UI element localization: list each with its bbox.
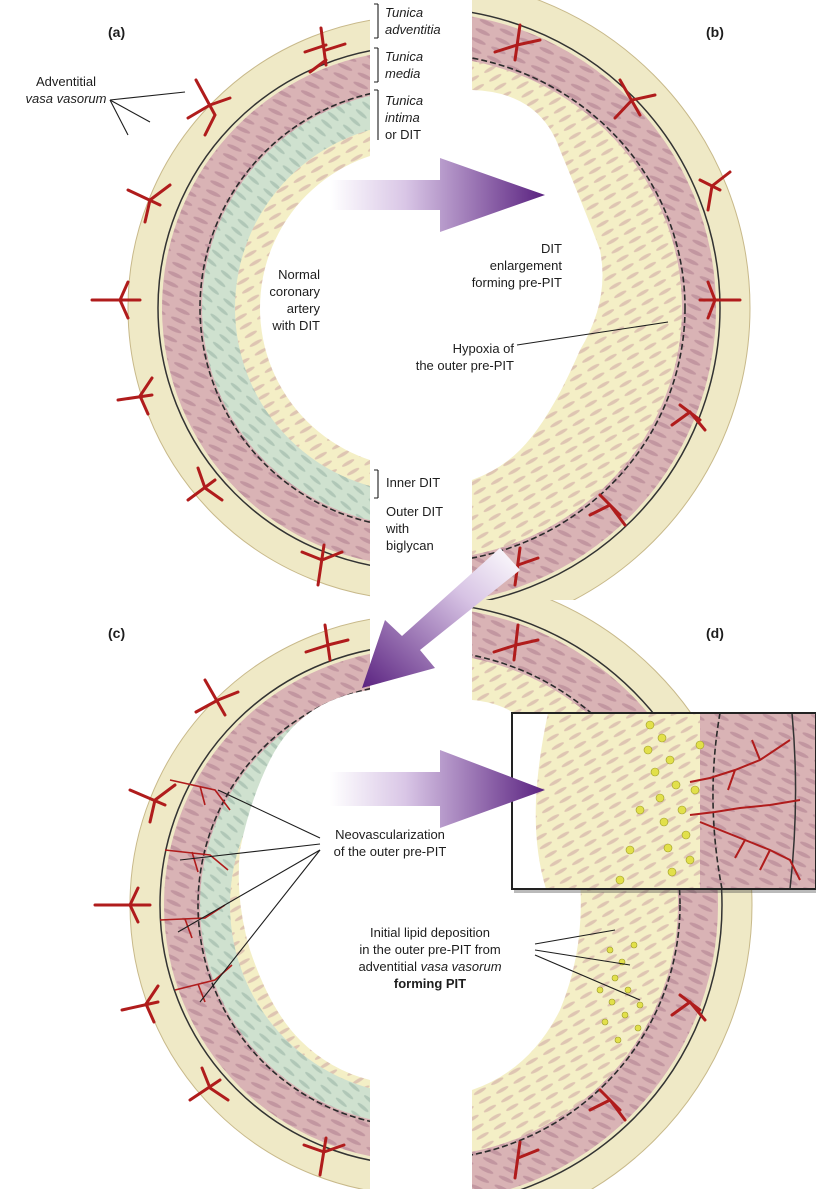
- tunica-adventitia-label-1: Tunica: [385, 4, 423, 21]
- tunica-media-label-2: media: [385, 65, 420, 82]
- inset-detail: [512, 713, 816, 893]
- normal-artery-label-1: Normal: [220, 266, 320, 283]
- dit-enlargement-label-1: DIT: [440, 240, 562, 257]
- lipid-deposition-label-3b: vasa vasorum: [421, 959, 502, 974]
- outer-dit-label-1: Outer DIT: [386, 503, 443, 520]
- lipid-deposition-label-3: adventitial vasa vasorum: [330, 958, 530, 975]
- panel-label-a: (a): [108, 24, 125, 41]
- panel-label-d: (d): [706, 625, 724, 642]
- forming-pit-label: forming PIT: [330, 975, 530, 992]
- lipid-deposition-label-3a: adventitial: [358, 959, 420, 974]
- tunica-intima-label-1: Tunica: [385, 92, 423, 109]
- lipid-deposition-label-1: Initial lipid deposition: [330, 924, 530, 941]
- neovascularization-label-1: Neovascularization: [300, 826, 480, 843]
- vasa-vasorum-label-1: Adventitial: [20, 73, 112, 90]
- dit-enlargement-label-3: forming pre-PIT: [440, 274, 562, 291]
- hypoxia-label-2: the outer pre-PIT: [400, 357, 514, 374]
- normal-artery-label-3: artery: [220, 300, 320, 317]
- normal-artery-label-4: with DIT: [220, 317, 320, 334]
- neovascularization-label-2: of the outer pre-PIT: [300, 843, 480, 860]
- hypoxia-label-1: Hypoxia of: [400, 340, 514, 357]
- dit-enlargement-label-2: enlargement: [440, 257, 562, 274]
- inner-dit-label: Inner DIT: [386, 474, 440, 491]
- vasa-vasorum-label-2: vasa vasorum: [12, 90, 120, 107]
- tunica-adventitia-label-2: adventitia: [385, 21, 441, 38]
- panel-label-b: (b): [706, 24, 724, 41]
- tunica-intima-label-3: or DIT: [385, 126, 421, 143]
- normal-artery-label-2: coronary: [220, 283, 320, 300]
- outer-dit-label-2: with: [386, 520, 409, 537]
- tunica-intima-label-2: intima: [385, 109, 420, 126]
- tunica-media-label-1: Tunica: [385, 48, 423, 65]
- lipid-deposition-label-2: in the outer pre-PIT from: [330, 941, 530, 958]
- panel-label-c: (c): [108, 625, 125, 642]
- outer-dit-label-3: biglycan: [386, 537, 434, 554]
